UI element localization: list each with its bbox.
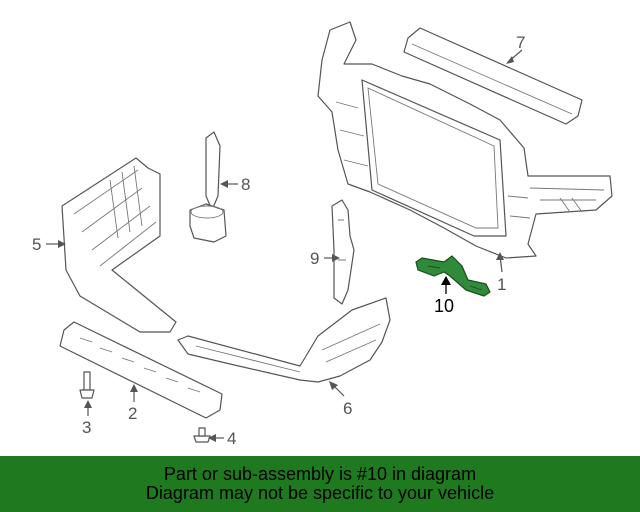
part-3-bolt <box>79 371 95 399</box>
part-10-highlighted-bracket <box>415 255 491 297</box>
callout-9: 9 <box>310 249 319 268</box>
callout-5: 5 <box>32 235 41 254</box>
callout-2: 2 <box>128 404 137 423</box>
part-5-under-cover <box>61 157 177 333</box>
part-6-lower-cover <box>177 297 391 383</box>
part-9-bracket <box>331 199 355 305</box>
callout-7: 7 <box>516 33 525 52</box>
info-banner: Part or sub-assembly is #10 in diagram D… <box>0 456 640 512</box>
callout-8: 8 <box>241 175 250 194</box>
leader-10 <box>441 276 451 294</box>
callout-6: 6 <box>343 399 352 418</box>
leader-lines <box>46 49 523 442</box>
banner-line-disclaimer: Diagram may not be specific to your vehi… <box>145 483 495 503</box>
callout-3: 3 <box>82 418 91 437</box>
part-4-clip <box>193 427 211 443</box>
callout-1: 1 <box>497 275 506 294</box>
parts-diagram: 7 8 5 9 1 6 2 3 4 10 <box>32 21 613 448</box>
part-1-radiator-support <box>317 21 613 259</box>
part-7-upper-cover <box>403 27 583 125</box>
banner-line-part-info: Part or sub-assembly is #10 in diagram <box>163 464 477 484</box>
part-2-lower-deflector <box>59 321 223 419</box>
part-8-bracket <box>189 131 227 243</box>
callout-10: 10 <box>434 296 454 316</box>
callout-4: 4 <box>227 429 236 448</box>
